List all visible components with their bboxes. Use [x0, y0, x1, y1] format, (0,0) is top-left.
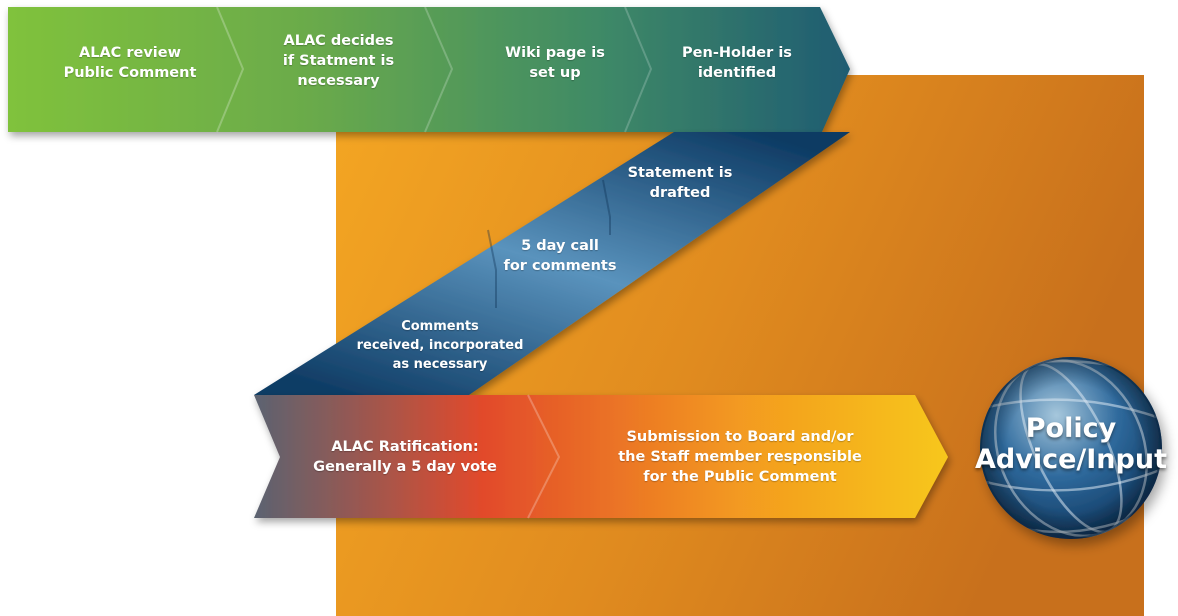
globe-icon: [980, 357, 1162, 539]
separator-2: [424, 6, 454, 133]
diagonal-band: [254, 132, 850, 395]
step-statement-drafted: Statement is drafted: [627, 165, 733, 201]
step-comments-received: Comments received, incorporated as neces…: [356, 319, 524, 372]
top-band-separators: [216, 6, 653, 133]
step-submission: Submission to Board and/or the Staff mem…: [618, 429, 862, 485]
step-alac-decides: ALAC decides if Statment is necessary: [282, 33, 395, 89]
separator-3: [624, 6, 653, 133]
bottom-band: [254, 395, 948, 518]
step-alac-ratification: ALAC Ratification: Generally a 5 day vot…: [313, 439, 497, 475]
top-band: [8, 7, 850, 132]
separator-6: [527, 394, 561, 519]
step-five-day-call: 5 day call for comments: [503, 238, 617, 274]
separator-4: [602, 179, 611, 235]
step-alac-review: ALAC review Public Comment: [63, 45, 197, 81]
step-pen-holder: Pen-Holder is identified: [682, 45, 792, 81]
separator-5: [487, 229, 497, 308]
outcome-label: Policy Advice/Input: [975, 413, 1167, 475]
step-wiki-page: Wiki page is set up: [505, 45, 605, 81]
diagonal-separators: [487, 179, 611, 308]
separator-1: [216, 6, 245, 133]
